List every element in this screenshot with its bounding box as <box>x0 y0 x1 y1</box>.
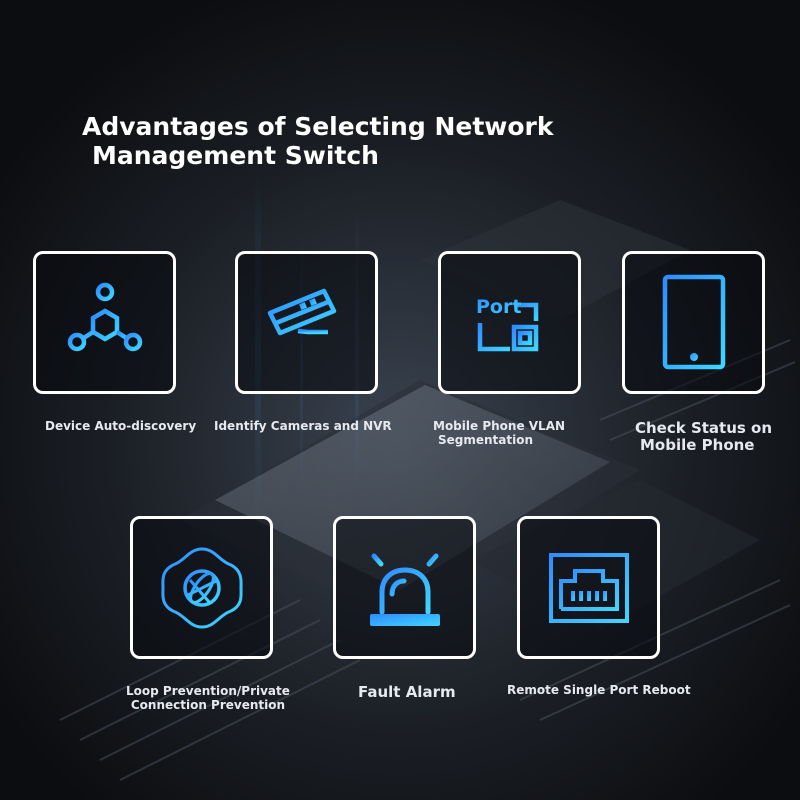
feature-label-check-status-line1: Check Status on <box>635 419 773 437</box>
globe-shield-icon <box>160 546 243 629</box>
feature-card-fault-alarm <box>333 516 476 659</box>
port-icon-text: Port <box>476 296 521 318</box>
page-title-line1: Advantages of Selecting Network <box>82 112 554 141</box>
page-title-line2: Management Switch <box>92 141 379 170</box>
feature-label-vlan-line1: Mobile Phone VLAN <box>433 419 566 433</box>
network-nodes-icon <box>67 282 142 351</box>
ethernet-port-icon <box>548 552 629 623</box>
feature-label-fault-alarm: Fault Alarm <box>358 683 456 701</box>
feature-label-check-status: Check Status on Mobile Phone <box>635 420 772 454</box>
page-title: Advantages of Selecting Network Manageme… <box>82 112 554 170</box>
feature-card-check-status <box>622 251 765 394</box>
mobile-phone-icon <box>662 274 725 369</box>
feature-card-loop-prevention <box>130 516 273 659</box>
alarm-light-icon <box>369 541 440 626</box>
feature-label-port-reboot: Remote Single Port Reboot <box>507 683 691 697</box>
feature-label-device-auto-discovery: Device Auto-discovery <box>45 419 197 433</box>
feature-label-check-status-line2: Mobile Phone <box>640 436 755 454</box>
feature-card-port-reboot <box>517 516 660 659</box>
feature-label-vlan-line2: Segmentation <box>438 433 534 447</box>
feature-card-device-auto-discovery <box>33 251 176 394</box>
feature-label-loop-line1: Loop Prevention/Private <box>126 684 290 698</box>
feature-label-vlan-segmentation: Mobile Phone VLAN Segmentation <box>433 419 565 447</box>
feature-label-loop-prevention: Loop Prevention/Private Connection Preve… <box>126 684 290 712</box>
feature-label-identify-cameras: Identify Cameras and NVR <box>214 419 392 433</box>
feature-card-identify-cameras <box>235 251 378 394</box>
feature-card-vlan-segmentation: Port <box>438 251 581 394</box>
security-camera-icon <box>267 288 338 345</box>
port-vlan-icon: Port <box>476 296 538 351</box>
feature-label-loop-line2: Connection Prevention <box>130 698 286 712</box>
